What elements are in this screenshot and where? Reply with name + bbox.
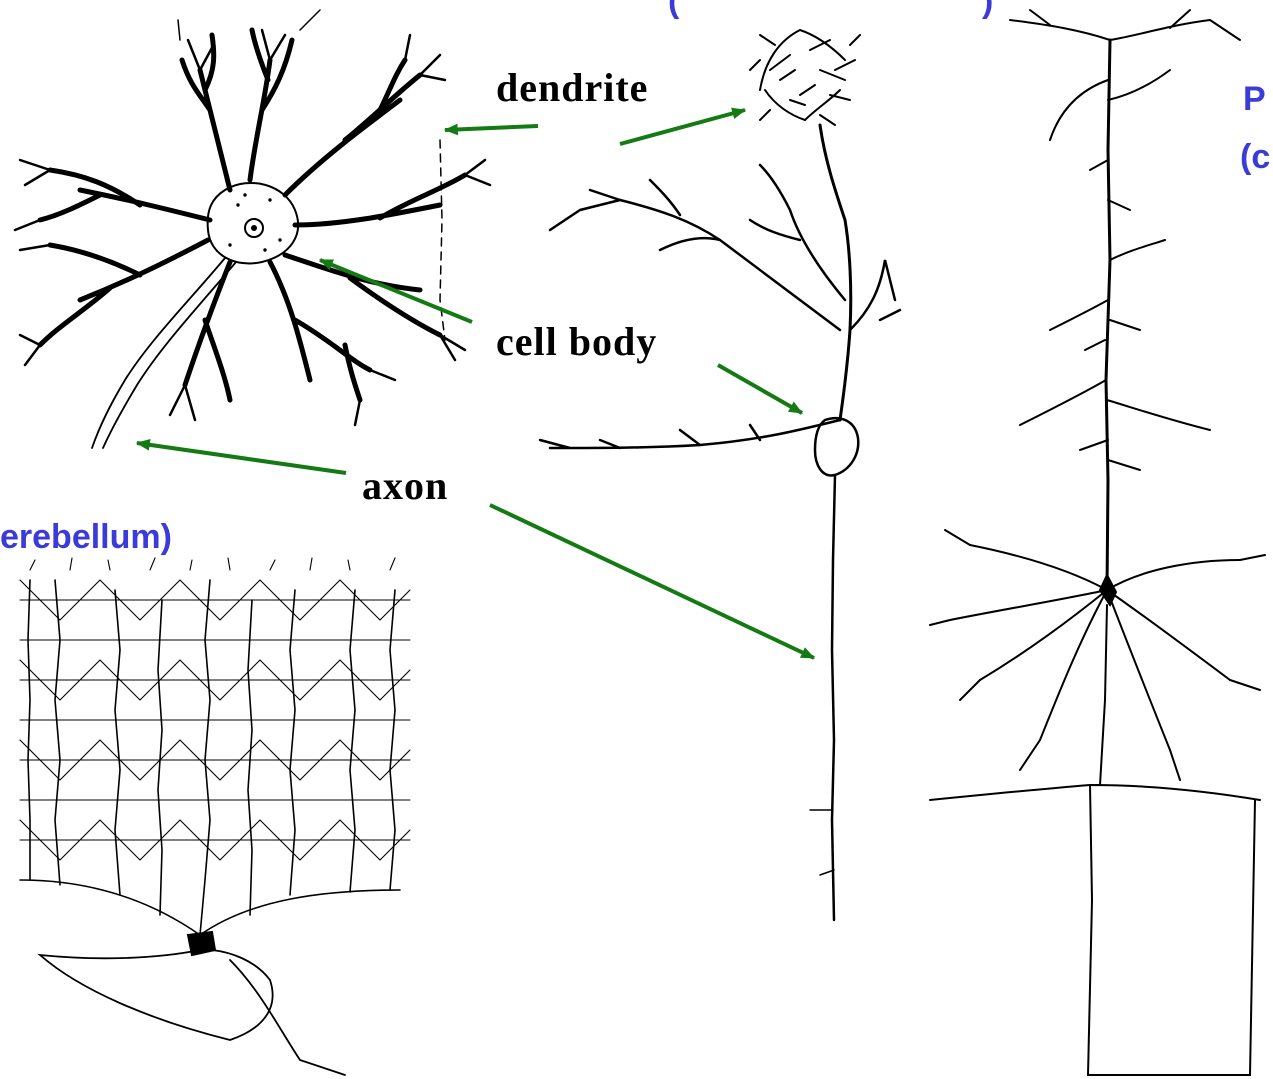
axon-label: axon xyxy=(362,462,448,509)
right-title: P xyxy=(1243,80,1266,119)
arrow-axon-right xyxy=(490,505,814,658)
central-cell-body xyxy=(815,418,858,475)
purkinje-neuron xyxy=(20,558,410,1075)
arrow-dendrite-left xyxy=(445,126,538,130)
purkinje-axon xyxy=(230,960,345,1075)
arrow-axon-left xyxy=(137,443,346,473)
top-center-title-close: ) xyxy=(982,0,993,21)
arrow-cellbody-right xyxy=(718,365,802,413)
cell-body-label: cell body xyxy=(496,318,657,365)
dendrite-label: dendrite xyxy=(496,64,648,111)
top-center-title-open: ( xyxy=(668,0,679,21)
right-subtitle: (c xyxy=(1240,138,1270,177)
cerebellum-title: erebellum) xyxy=(0,518,172,557)
arrow-dendrite-right xyxy=(620,110,745,144)
central-neuron xyxy=(540,30,900,920)
pyramidal-axon xyxy=(1088,605,1255,1075)
pyramidal-apical-dendrite xyxy=(1106,40,1110,590)
central-axon xyxy=(832,475,835,920)
multipolar-neuron xyxy=(15,10,490,448)
apical-tuft xyxy=(750,30,860,125)
label-arrows xyxy=(137,110,814,658)
arrow-cellbody-left xyxy=(320,260,472,322)
pyramidal-neuron xyxy=(930,10,1265,1075)
